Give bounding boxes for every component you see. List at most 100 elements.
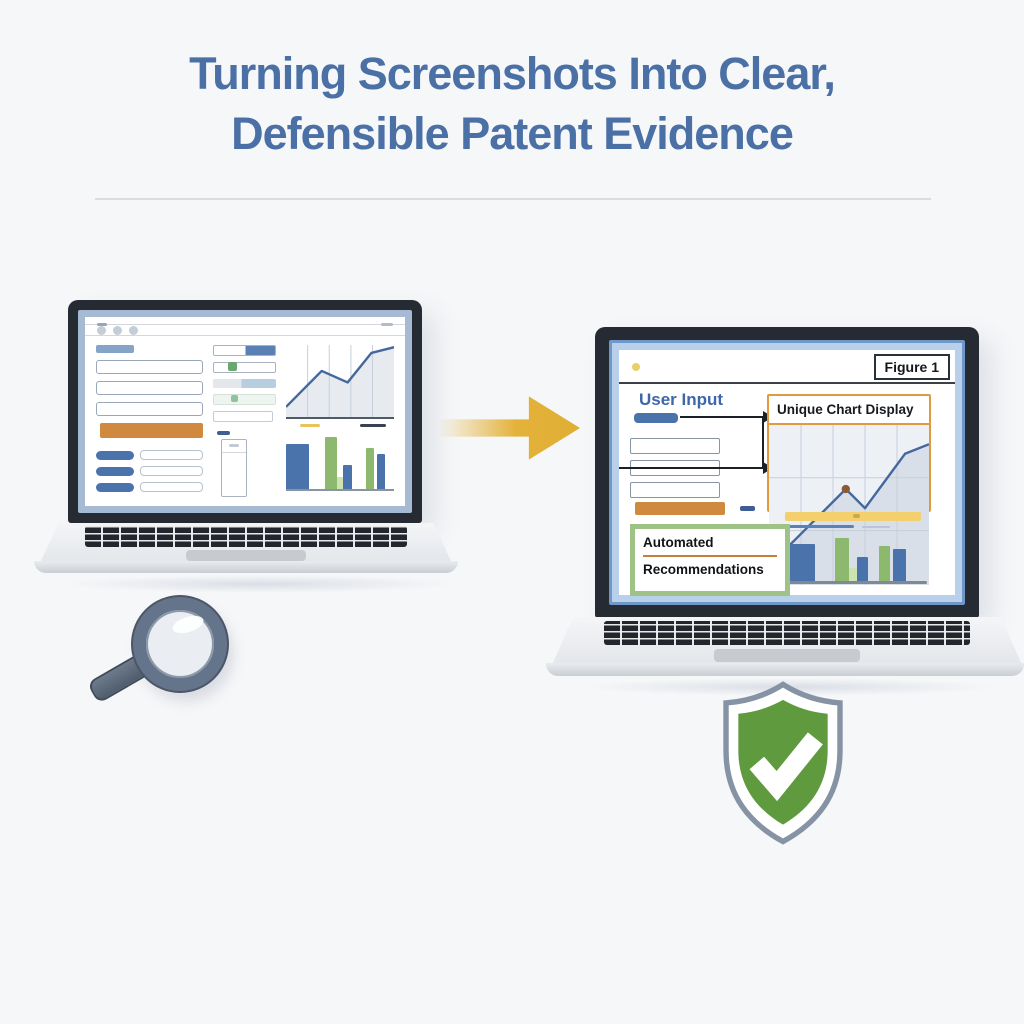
list-line [140, 482, 204, 492]
left-laptop-keyboard [85, 526, 407, 547]
browser-dots-row [85, 325, 405, 336]
small-label-graphic [217, 431, 231, 435]
left-page-header [85, 317, 405, 326]
bar [849, 568, 858, 581]
transform-arrow-icon [438, 396, 580, 460]
left-laptop-base-lip [34, 561, 458, 573]
page-title-line1: Turning Screenshots Into Clear, [189, 48, 836, 99]
browser-dot [113, 325, 122, 335]
bar [893, 549, 906, 581]
annotation-arrow-top [680, 411, 773, 423]
slider-knob [227, 362, 237, 371]
figure-label: Figure 1 [873, 354, 950, 380]
bar [343, 465, 352, 489]
panel-dash [229, 444, 240, 447]
bar [336, 476, 344, 489]
left-dashboard-page [85, 317, 405, 506]
patent-figure-page: Figure 1 User Input Unique Chart Display [619, 350, 955, 596]
form-label-graphic [96, 345, 134, 353]
yellow-dot [632, 363, 640, 371]
chart-divider-row [286, 419, 394, 431]
figure-page-topbar: Figure 1 [619, 350, 955, 384]
page-title: Turning Screenshots Into Clear, Defensib… [0, 44, 1024, 164]
slider-graphic [213, 362, 276, 373]
right-laptop-screen-frame: Figure 1 User Input Unique Chart Display [609, 340, 965, 605]
bar [835, 537, 850, 581]
left-laptop-screen-frame [78, 310, 412, 513]
left-laptop-base [40, 523, 452, 563]
right-laptop-trackpad [714, 649, 860, 662]
bar [787, 544, 815, 581]
panel-divider [222, 452, 247, 453]
left-page-body [85, 336, 405, 506]
header-mark-left [97, 323, 107, 326]
list-row [96, 466, 204, 476]
bar [324, 437, 337, 489]
list-pill [96, 450, 134, 460]
left-laptop-shadow [60, 575, 460, 593]
checkmark-icon [749, 732, 823, 802]
bar-chart-baseline [780, 581, 927, 584]
callout-line2: Recommendations [643, 562, 764, 577]
bar [879, 546, 891, 581]
blue-divider [782, 525, 854, 528]
right-laptop-screen: Figure 1 User Input Unique Chart Display [595, 327, 979, 618]
slider-graphic [213, 411, 273, 422]
small-label-graphic [740, 506, 755, 511]
progress-bar-graphic [213, 379, 276, 388]
right-laptop-base-lip [546, 663, 1024, 676]
list-pill [96, 482, 134, 492]
magnifier-icon [133, 597, 227, 691]
bar [376, 454, 386, 489]
highlighted-input-graphic [634, 413, 678, 423]
input-box-graphic [630, 482, 720, 498]
slider-knob [231, 395, 239, 402]
page-title-line2: Defensible Patent Evidence [231, 108, 794, 159]
list-pill [96, 466, 134, 476]
left-laptop-trackpad [186, 550, 306, 561]
left-line-chart [285, 345, 394, 419]
bar [365, 447, 375, 489]
shield-check-icon [723, 681, 843, 845]
left-controls-column [213, 345, 276, 498]
title-divider [95, 198, 931, 200]
blue-divider-light [862, 526, 890, 528]
list-line [140, 466, 204, 476]
left-bar-chart [285, 433, 394, 491]
input-box-graphic [96, 402, 204, 416]
slider-graphic [213, 394, 276, 405]
automated-recommendations-callout: Automated Recommendations [630, 524, 790, 596]
right-laptop-keyboard [603, 621, 971, 645]
yellow-bar-dot [853, 514, 860, 518]
annotation-connector [762, 417, 764, 469]
left-charts-column [285, 345, 394, 498]
input-box-graphic [630, 438, 720, 454]
annotation-arrow-bottom [619, 462, 773, 474]
right-laptop-base [552, 617, 1022, 665]
browser-dot [97, 325, 106, 335]
bar [857, 556, 869, 581]
list-row [96, 450, 204, 460]
header-mark-right [381, 323, 393, 326]
callout-line1: Automated [643, 535, 714, 550]
scroll-panel-graphic [221, 439, 248, 497]
chart-box-title: Unique Chart Display [769, 396, 929, 425]
orange-button-graphic [100, 423, 204, 438]
yellow-highlight-bar [785, 512, 921, 521]
list-line [140, 450, 204, 460]
progress-bar-graphic [213, 345, 276, 356]
yellow-dash [299, 423, 320, 427]
user-input-heading: User Input [639, 390, 724, 409]
bar [285, 444, 309, 489]
browser-dot [129, 325, 138, 335]
unique-chart-display-box: Unique Chart Display [767, 394, 931, 585]
orange-button-graphic [635, 502, 725, 515]
list-row [96, 482, 204, 492]
magnifier-glare [170, 612, 206, 637]
shield-body [738, 699, 828, 825]
left-laptop-screen [68, 300, 422, 523]
callout-divider [643, 555, 777, 557]
dark-dash [359, 423, 386, 427]
left-form-column [96, 345, 204, 498]
